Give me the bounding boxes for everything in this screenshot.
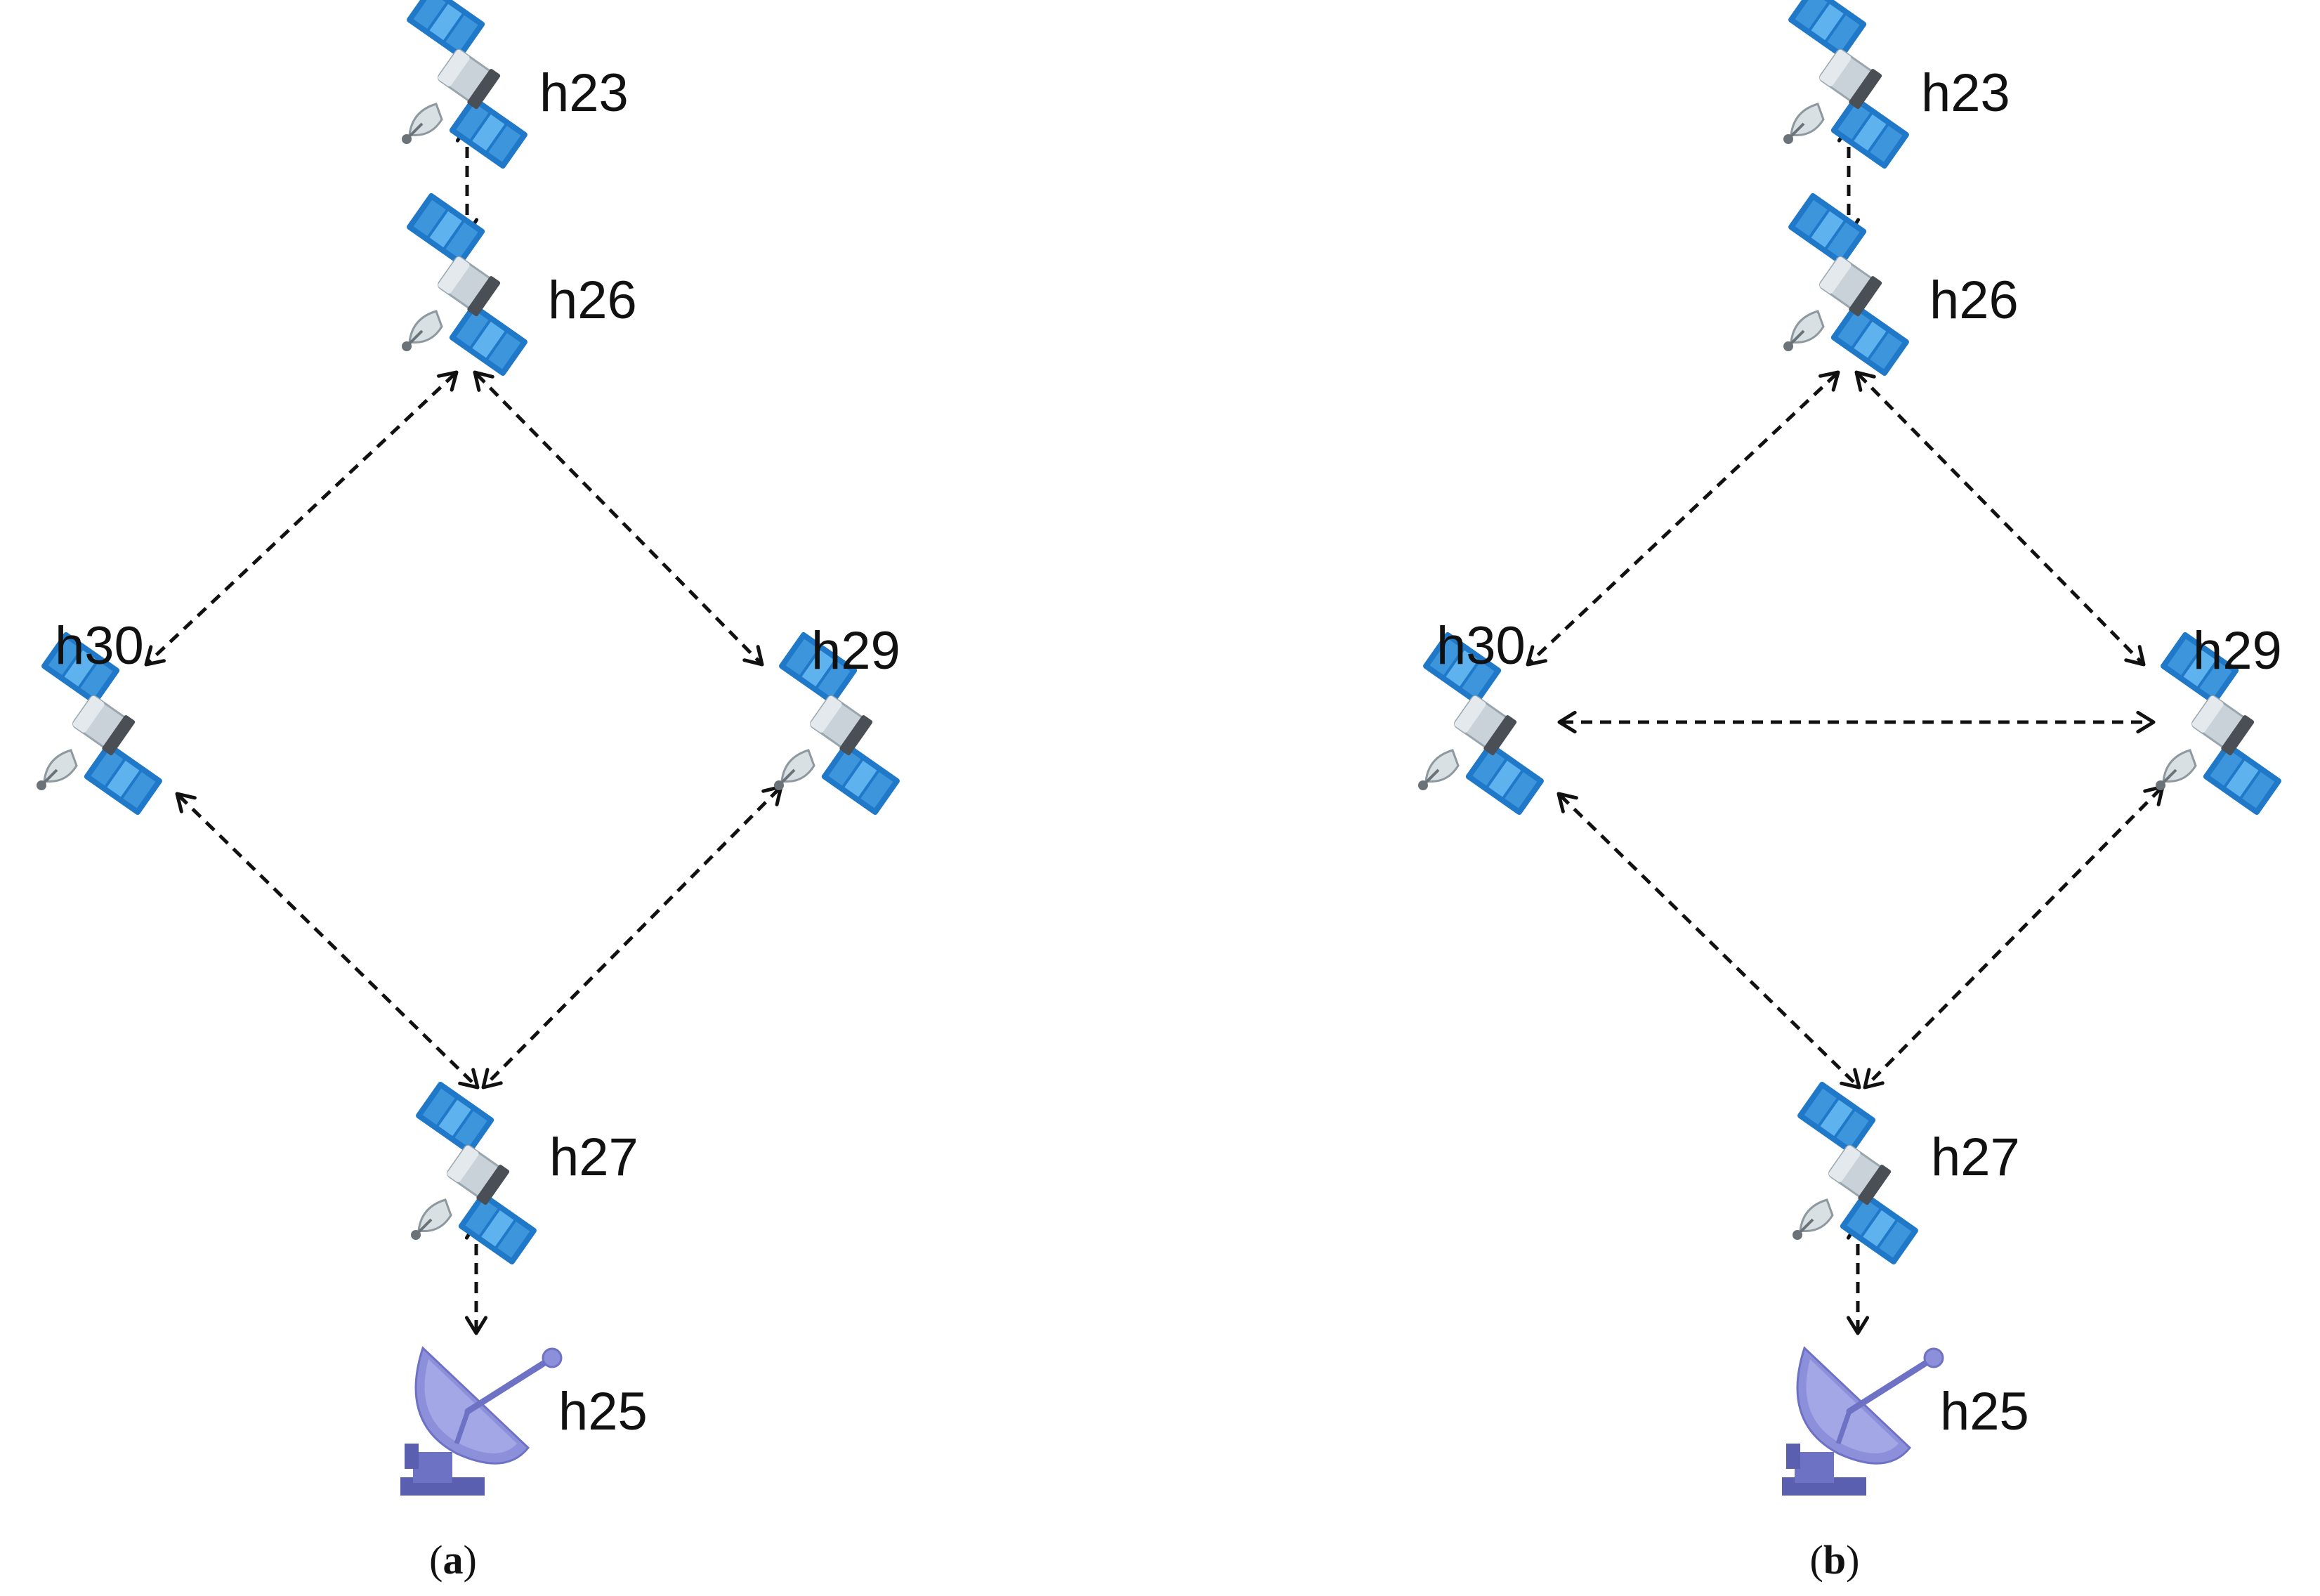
caption-letter: a xyxy=(443,1537,464,1583)
node-h25: h25 xyxy=(400,1348,648,1496)
satellite-icon xyxy=(366,0,568,171)
panel-a: h23 h26 h30 h29 h27 h25 (a) xyxy=(1,0,941,1583)
node-h25: h25 xyxy=(1782,1348,2029,1496)
caption-open-paren: ( xyxy=(429,1537,443,1583)
panel-caption-a: (a) xyxy=(429,1537,477,1583)
node-h26: h26 xyxy=(1748,190,2019,379)
node-label: h25 xyxy=(558,1382,648,1441)
link-h26-h29 xyxy=(1854,370,2146,667)
arrowhead-icon xyxy=(1557,710,1577,734)
dashed-link-line xyxy=(484,787,780,1087)
arrowhead-icon xyxy=(1526,645,1547,667)
ground-station-icon xyxy=(1782,1348,1943,1496)
node-h30: h30 xyxy=(1382,616,1585,818)
link-h29-h27 xyxy=(1863,785,2165,1090)
arrowhead-icon xyxy=(1840,1068,1861,1090)
caption-letter: b xyxy=(1823,1537,1846,1583)
ground-station-icon xyxy=(400,1348,561,1496)
dashed-link-line xyxy=(147,372,456,665)
satellite-icon xyxy=(375,1079,577,1267)
satellite-icon xyxy=(1748,190,1950,379)
arrowhead-icon xyxy=(473,370,494,392)
node-label: h23 xyxy=(539,63,629,123)
arrowhead-icon xyxy=(1854,370,1876,392)
arrowhead-icon xyxy=(1846,1316,1870,1335)
panel-b: h23 h26 h30 h29 h27 h25 (b) xyxy=(1382,0,2320,1583)
node-h29: h29 xyxy=(2120,621,2320,818)
link-h26-h30 xyxy=(1526,370,1840,667)
arrowhead-icon xyxy=(175,792,197,813)
node-label: h27 xyxy=(549,1127,638,1187)
arrowhead-icon xyxy=(2124,645,2146,667)
node-h27: h27 xyxy=(375,1079,638,1267)
link-h30-h27 xyxy=(1557,792,1861,1090)
arrowhead-icon xyxy=(481,1068,503,1090)
node-label: h30 xyxy=(55,616,144,676)
panel-caption-b: (b) xyxy=(1810,1537,1860,1583)
arrowhead-icon xyxy=(464,1316,488,1335)
satellite-icon xyxy=(1757,1079,1959,1267)
node-h27: h27 xyxy=(1757,1079,2020,1267)
node-h23: h23 xyxy=(1748,0,2010,171)
link-h30-h27 xyxy=(175,792,480,1090)
node-h30: h30 xyxy=(1,616,203,818)
dashed-link-line xyxy=(1528,372,1837,665)
caption-open-paren: ( xyxy=(1810,1537,1823,1583)
node-label: h23 xyxy=(1921,63,2010,123)
link-h26-h30 xyxy=(144,370,459,667)
node-h26: h26 xyxy=(366,190,637,379)
caption-close-paren: ) xyxy=(464,1537,477,1583)
satellite-icon xyxy=(366,190,568,379)
node-label: h26 xyxy=(1929,270,2019,330)
arrowhead-icon xyxy=(1818,370,1840,392)
arrowhead-icon xyxy=(458,1068,480,1090)
arrowhead-icon xyxy=(437,370,459,392)
link-h26-h29 xyxy=(473,370,764,667)
node-label: h29 xyxy=(2193,621,2282,681)
arrowhead-icon xyxy=(1557,792,1578,813)
dashed-link-line xyxy=(476,373,761,664)
node-h29: h29 xyxy=(738,621,941,818)
node-label: h27 xyxy=(1931,1127,2020,1187)
link-h30-h29 xyxy=(1557,710,2156,734)
node-label: h25 xyxy=(1940,1382,2029,1441)
node-h23: h23 xyxy=(366,0,629,171)
dashed-link-line xyxy=(1559,794,1859,1087)
arrowhead-icon xyxy=(1863,1068,1885,1090)
node-label: h30 xyxy=(1436,616,1526,676)
arrowhead-icon xyxy=(742,645,764,667)
satellite-icon xyxy=(1748,0,1950,171)
dashed-link-line xyxy=(1857,373,2143,664)
node-label: h29 xyxy=(811,621,900,681)
caption-close-paren: ) xyxy=(1846,1537,1859,1583)
dashed-link-line xyxy=(1866,787,2162,1087)
arrowhead-icon xyxy=(2136,710,2156,734)
arrowhead-icon xyxy=(144,645,166,667)
dashed-link-line xyxy=(178,794,477,1087)
node-label: h26 xyxy=(548,270,637,330)
link-h29-h27 xyxy=(481,785,783,1090)
